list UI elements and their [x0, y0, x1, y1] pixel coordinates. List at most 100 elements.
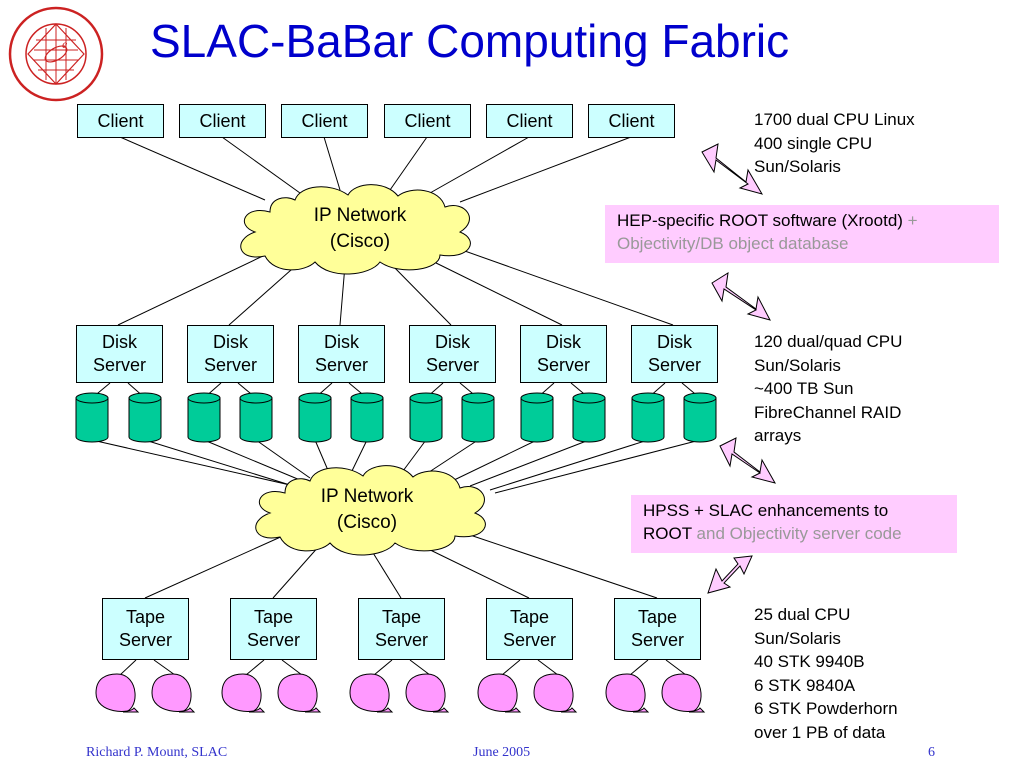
tape-server-box-label: Tape	[381, 607, 422, 627]
tape-drive-icon	[405, 673, 450, 713]
footer-author: Richard P. Mount, SLAC	[86, 745, 228, 760]
note-line: 400 single CPU	[754, 133, 873, 153]
disk-server-box-label: Disk	[657, 332, 692, 352]
arrow-software-diskservers	[711, 272, 771, 321]
note-line: Sun/Solaris	[754, 628, 841, 648]
client-note: 1700 dual CPU Linux 400 single CPU Sun/S…	[754, 108, 915, 179]
disk-array-icon	[239, 392, 273, 443]
tape-drive-icon	[477, 673, 522, 713]
client-box: Client	[384, 104, 471, 138]
disk-note: 120 dual/quad CPU Sun/Solaris ~400 TB Su…	[754, 330, 902, 448]
root-software-box: HEP-specific ROOT software (Xrootd) + Ob…	[605, 205, 999, 263]
network-line2: (Cisco)	[329, 231, 391, 252]
svg-text:e: e	[62, 37, 68, 51]
footer-date: June 2005	[473, 745, 531, 760]
tape-server-box-label: Server	[118, 630, 172, 650]
note-line: 1700 dual CPU Linux	[754, 110, 915, 129]
client-box: Client	[588, 104, 675, 138]
client-box: Client	[77, 104, 164, 138]
disk-server-box-label: Server	[647, 355, 701, 375]
client-label: Client	[301, 110, 348, 131]
tape-drive-icon	[661, 673, 706, 713]
slide-title: SLAC-BaBar Computing Fabric	[150, 15, 790, 67]
ip-network-bottom-label: IP Network (Cisco)	[312, 484, 422, 536]
note-line: over 1 PB of data	[754, 722, 886, 742]
software-text-plus: +	[902, 211, 918, 230]
hpss-text-root: ROOT	[643, 524, 692, 543]
arrow-hpss-tapeservers	[707, 555, 753, 594]
tape-drive-icon	[349, 673, 394, 713]
note-line: FibreChannel RAID	[754, 402, 902, 422]
disk-array-icon	[187, 392, 221, 443]
note-line: ~400 TB Sun	[754, 379, 854, 398]
hpss-text: HPSS + SLAC enhancements to	[643, 501, 889, 520]
client-label: Client	[404, 110, 451, 131]
note-line: Sun/Solaris	[754, 157, 841, 176]
hpss-text-objectivity: and Objectivity server code	[691, 524, 902, 543]
client-box: Client	[486, 104, 573, 138]
note-line: arrays	[754, 426, 802, 445]
tape-drive-icon	[151, 673, 196, 713]
arrow-clients-software	[701, 143, 764, 195]
disk-server-box-label: Disk	[213, 332, 248, 352]
tape-server-box-label: Server	[630, 630, 684, 650]
disk-server-box-label: Disk	[546, 332, 581, 352]
note-line: 120 dual/quad CPU	[754, 332, 903, 351]
disk-server-box-label: Disk	[102, 332, 137, 352]
disk-array-icon	[461, 392, 495, 443]
ip-network-cloud-bottom	[255, 465, 486, 556]
tape-drive-icon	[95, 673, 140, 713]
tape-server-box-label: Server	[502, 630, 556, 650]
note-line: 6 STK Powderhorn	[754, 699, 898, 718]
client-label: Client	[97, 110, 144, 131]
footer-page-number: 6	[928, 745, 935, 760]
disk-array-icon	[128, 392, 162, 443]
client-box: Client	[179, 104, 266, 138]
tape-server-box-label: Server	[246, 630, 300, 650]
note-line: Sun/Solaris	[754, 355, 841, 375]
disk-array-icon	[631, 392, 665, 443]
slac-logo: e	[6, 4, 106, 104]
client-label: Client	[506, 110, 553, 131]
tape-server-box-label: Tape	[637, 607, 678, 627]
tape-server-box-label: Tape	[509, 607, 550, 627]
software-text-objectivity: Objectivity/DB object database	[617, 234, 849, 253]
tape-server-box-label: Server	[374, 630, 428, 650]
client-label: Client	[199, 110, 246, 131]
client-label: Client	[608, 110, 655, 131]
disk-array-icon	[350, 392, 384, 443]
note-line: 6 STK 9840A	[754, 675, 856, 695]
disk-array-icon	[75, 392, 109, 443]
disk-array-icon	[683, 392, 717, 443]
client-box: Client	[281, 104, 368, 138]
disk-array-icon	[298, 392, 332, 443]
hpss-software-box: HPSS + SLAC enhancements to ROOT and Obj…	[631, 495, 957, 553]
tape-note: 25 dual CPU Sun/Solaris 40 STK 9940B 6 S…	[754, 603, 898, 744]
disk-array-icon	[520, 392, 554, 443]
disk-server-box-label: Server	[314, 355, 368, 375]
disk-server-box-label: Server	[536, 355, 590, 375]
ip-network-cloud-top	[240, 184, 471, 275]
network-line1: IP Network	[313, 205, 407, 226]
disk-array-icon	[409, 392, 443, 443]
tape-drive-icon	[605, 673, 650, 713]
tape-drive-icon	[277, 673, 322, 713]
disk-server-box-label: Server	[92, 355, 146, 375]
tape-drive-icon	[221, 673, 266, 713]
disk-server-box-label: Server	[425, 355, 479, 375]
network-line2: (Cisco)	[336, 512, 398, 533]
ip-network-top-label: IP Network (Cisco)	[305, 203, 415, 255]
tape-drive-icon	[533, 673, 578, 713]
tape-server-box-label: Tape	[253, 607, 294, 627]
disk-server-box-label: Server	[203, 355, 257, 375]
